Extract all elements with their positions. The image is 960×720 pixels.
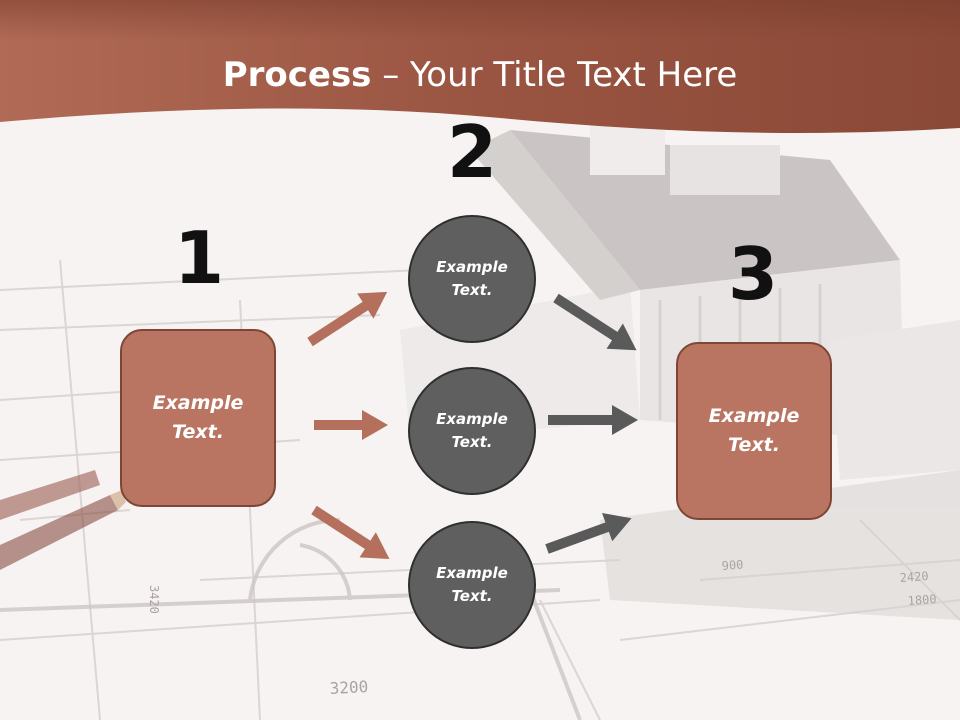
circle-3-line-2: Text. [451, 587, 493, 605]
middle-circle-3[interactable]: Example Text. [408, 521, 536, 649]
target-box-line-1: Example [708, 405, 800, 427]
step-number-1: 1 [173, 216, 225, 300]
target-box-text: Example Text. [709, 402, 800, 460]
circle-1-line-1: Example [436, 258, 508, 276]
source-box-text: Example Text. [153, 389, 244, 447]
plan-label: 3420 [147, 585, 161, 614]
circle-1-line-2: Text. [451, 281, 493, 299]
circle-text: Example Text. [436, 256, 508, 302]
target-box[interactable]: Example Text. [676, 342, 832, 520]
title-rest: – Your Title Text Here [371, 55, 738, 95]
circle-3-line-1: Example [436, 564, 508, 582]
slide-title: Process – Your Title Text Here [0, 52, 960, 98]
plan-label: 1800 [907, 592, 937, 608]
source-box[interactable]: Example Text. [120, 329, 276, 507]
step-number-2: 2 [446, 110, 498, 194]
plan-label: 3200 [329, 677, 368, 698]
plan-label: 900 [721, 558, 744, 573]
source-box-line-2: Text. [172, 421, 224, 443]
target-box-line-2: Text. [728, 434, 780, 456]
circle-text: Example Text. [436, 562, 508, 608]
circle-text: Example Text. [436, 408, 508, 454]
circle-2-line-1: Example [436, 410, 508, 428]
step-number-3: 3 [727, 232, 779, 316]
plan-label: 2420 [899, 569, 929, 585]
circle-2-line-2: Text. [451, 433, 493, 451]
middle-circle-1[interactable]: Example Text. [408, 215, 536, 343]
middle-circle-2[interactable]: Example Text. [408, 367, 536, 495]
title-bold: Process [222, 55, 372, 95]
source-box-line-1: Example [152, 392, 244, 414]
